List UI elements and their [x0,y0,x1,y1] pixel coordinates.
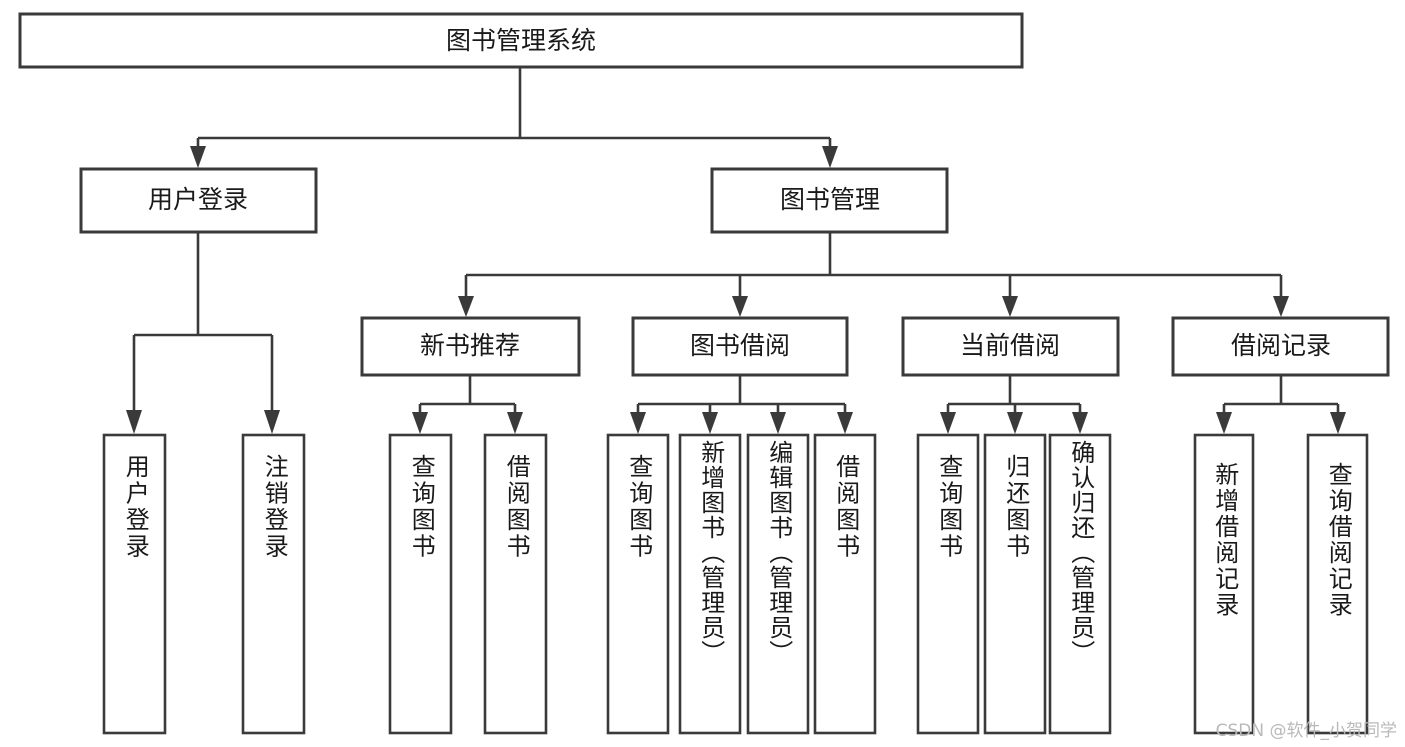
node-root-system[interactable]: 图书管理系统 [18,12,1024,69]
node-borrow-record-box [1171,316,1390,377]
node-leaf-query-record[interactable]: 查询借阅记录 [1306,433,1369,735]
csdn-watermark: CSDN @软件_小贺同学 [1215,721,1397,741]
node-leaf-user-login-label: 用户登录 [121,454,150,560]
node-leaf-logout-login-label: 注销登录 [260,454,289,560]
node-user-login-box [79,167,318,234]
arrow-head-borrow-record [1273,296,1289,317]
node-leaf-add-book-label: 新增图书（管理员） [696,440,725,665]
node-leaf-edit-book-box [746,433,810,735]
node-leaf-borrow-book-2-label: 借阅图书 [831,454,860,560]
node-leaf-borrow-book-1-label: 借阅图书 [502,454,531,560]
node-leaf-add-record-label: 新增借阅记录 [1210,462,1239,618]
node-leaf-return-book[interactable]: 归还图书 [983,433,1047,735]
node-leaf-confirm-return-label: 确认归还（管理员） [1066,440,1095,665]
node-leaf-add-book[interactable]: 新增图书（管理员） [678,433,742,735]
arrow-head-user-login [190,146,206,168]
node-leaf-logout-login[interactable]: 注销登录 [241,433,306,735]
node-leaf-logout-login-box [241,433,306,735]
arrow-head-new-book-recommend [458,296,474,317]
node-leaf-borrow-book-2-box [813,433,877,735]
node-current-borrow[interactable]: 当前借阅 [901,316,1120,377]
connector-group-current-borrow [940,375,1088,434]
node-book-borrow-label: 图书借阅 [690,331,790,360]
node-leaf-confirm-return[interactable]: 确认归还（管理员） [1048,433,1112,735]
connector-group-book-manage [458,232,1289,317]
node-leaf-return-book-label: 归还图书 [1001,454,1030,560]
connector-group-book-borrow [630,375,853,434]
arrow-head-leaf-edit-book [770,412,786,434]
node-borrow-record[interactable]: 借阅记录 [1171,316,1390,377]
node-leaf-query-record-box [1306,433,1369,735]
node-book-manage[interactable]: 图书管理 [710,167,949,234]
arrow-head-leaf-query-record [1330,412,1346,434]
node-leaf-query-book-1[interactable]: 查询图书 [388,433,453,735]
node-book-borrow-box [631,316,849,377]
node-leaf-borrow-book-2[interactable]: 借阅图书 [813,433,877,735]
node-new-book-recommend-box [360,316,581,377]
node-leaf-borrow-book-1-box [483,433,548,735]
node-leaf-query-record-label: 查询借阅记录 [1324,462,1353,618]
node-root-system-box [18,12,1024,69]
node-borrow-record-label: 借阅记录 [1231,331,1331,360]
arrow-head-leaf-query-book-2 [630,412,646,434]
arrow-head-leaf-user-login [126,410,142,434]
connector-group-new-book-recommend [412,375,523,434]
node-leaf-query-book-2-box [606,433,670,735]
arrow-head-leaf-query-book-3 [940,412,956,434]
node-leaf-user-login-box [102,433,167,735]
node-leaf-confirm-return-box [1048,433,1112,735]
node-leaf-add-record[interactable]: 新增借阅记录 [1193,433,1255,735]
arrow-head-leaf-borrow-book-1 [507,412,523,434]
node-current-borrow-label: 当前借阅 [960,331,1060,360]
arrow-head-book-borrow [732,296,748,317]
node-leaf-query-book-2[interactable]: 查询图书 [606,433,670,735]
node-leaf-borrow-book-1[interactable]: 借阅图书 [483,433,548,735]
arrow-head-leaf-query-book-1 [412,412,428,434]
node-leaf-edit-book-label: 编辑图书（管理员） [764,440,793,665]
node-leaf-user-login[interactable]: 用户登录 [102,433,167,735]
node-leaf-add-book-box [678,433,742,735]
arrow-head-current-borrow [1002,296,1018,317]
node-book-manage-label: 图书管理 [780,185,880,214]
arrow-head-book-manage [822,146,838,168]
arrow-head-leaf-return-book [1007,412,1023,434]
arrow-head-leaf-add-book [702,412,718,434]
node-leaf-query-book-3-box [916,433,980,735]
node-leaf-query-book-3-label: 查询图书 [934,454,963,560]
node-current-borrow-box [901,316,1120,377]
node-leaf-return-book-box [983,433,1047,735]
connector-group-user-login [126,232,280,434]
node-new-book-recommend-label: 新书推荐 [420,331,520,360]
node-root-system-label: 图书管理系统 [446,26,596,55]
node-user-login-label: 用户登录 [148,185,248,214]
node-leaf-query-book-2-label: 查询图书 [624,454,653,560]
node-book-manage-box [710,167,949,234]
connector-group-borrow-record [1216,375,1346,434]
node-leaf-query-book-3[interactable]: 查询图书 [916,433,980,735]
node-leaf-query-book-1-label: 查询图书 [407,454,436,560]
node-book-borrow[interactable]: 图书借阅 [631,316,849,377]
arrow-head-leaf-borrow-book-2 [837,412,853,434]
connector-group-root [190,67,838,168]
node-leaf-add-record-box [1193,433,1255,735]
node-leaf-edit-book[interactable]: 编辑图书（管理员） [746,433,810,735]
arrow-head-leaf-logout-login [264,410,280,434]
node-new-book-recommend[interactable]: 新书推荐 [360,316,581,377]
arrow-head-leaf-confirm-return [1072,412,1088,434]
node-user-login[interactable]: 用户登录 [79,167,318,234]
node-leaf-query-book-1-box [388,433,453,735]
arrow-head-leaf-add-record [1216,412,1232,434]
